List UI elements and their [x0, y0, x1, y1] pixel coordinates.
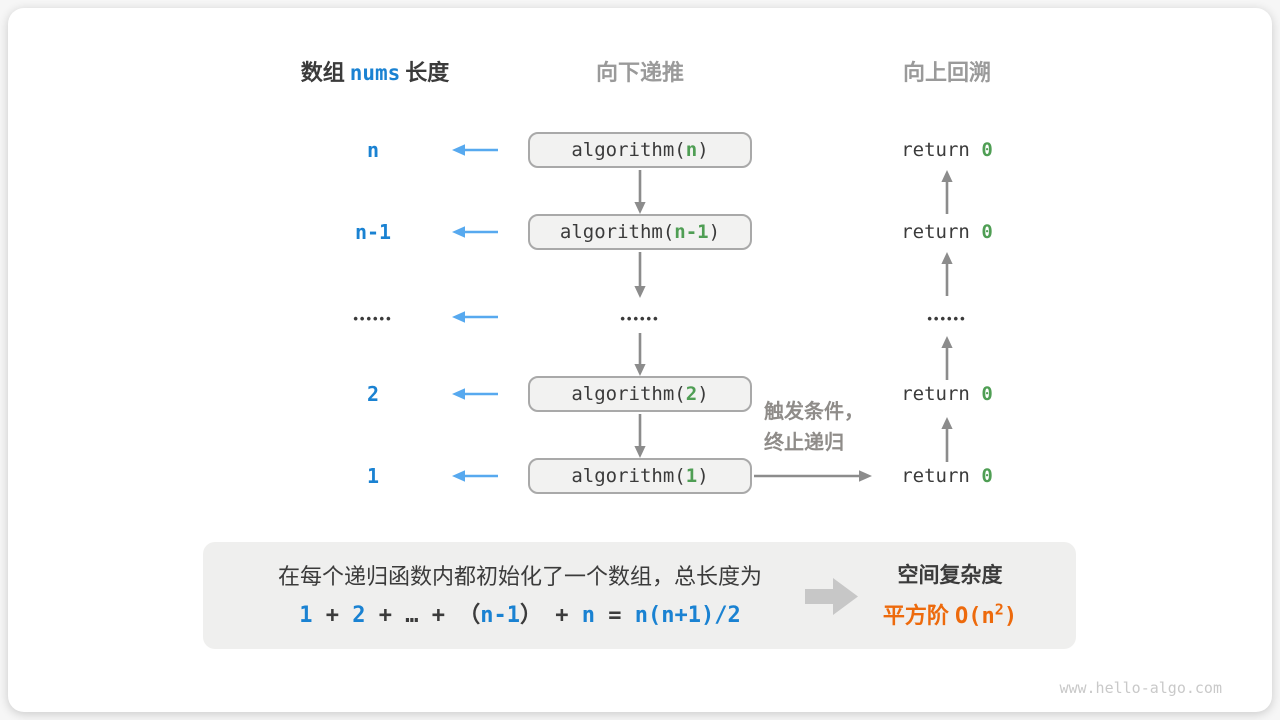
length-label-2: 2	[366, 382, 380, 406]
header-nums-code: nums	[349, 61, 401, 85]
formula-segment: n	[581, 603, 596, 628]
recursion-call-box-n1: algorithm(n-1)	[528, 214, 752, 250]
call-open: algorithm(	[571, 465, 686, 487]
recursion-call-box-2: algorithm(2)	[528, 376, 752, 412]
big-o-notation: O(n	[955, 604, 995, 629]
call-param: 2	[685, 383, 698, 405]
call-close: )	[697, 465, 709, 487]
return-value: 0	[981, 465, 993, 487]
call-param: n-1	[674, 221, 709, 243]
call-close: )	[708, 221, 721, 243]
call-open: algorithm(	[571, 383, 686, 405]
return-value: 0	[981, 383, 993, 405]
return-statement-2: return 0	[872, 220, 1022, 244]
header-array-suffix: 长度	[405, 60, 450, 85]
formula-segment: +	[312, 603, 353, 628]
return-statement-5: return 0	[872, 464, 1022, 488]
termination-line1: 触发条件，	[764, 401, 864, 423]
summary-panel	[203, 542, 1076, 649]
recursion-call-box-n: algorithm(n)	[528, 132, 752, 168]
formula-segment: 2	[352, 603, 366, 628]
ellipsis-middle: ••••••	[620, 311, 660, 326]
formula-segment: n(n+1)/2	[634, 603, 741, 628]
summary-text: 在每个递归函数内都初始化了一个数组，总长度为	[277, 564, 762, 589]
space-complexity-value: 平方阶 O(n2)	[850, 601, 1050, 632]
formula-segment: 1	[299, 603, 313, 628]
summary-formula: 1 + 2 + … + （n-1） + n = n(n+1)/2	[230, 601, 810, 631]
formula-segment: +	[365, 603, 406, 628]
return-statement-4: return 0	[872, 382, 1022, 406]
formula-segment: +	[542, 603, 582, 628]
formula-segment: ）	[520, 603, 543, 628]
call-open: algorithm(	[559, 221, 675, 243]
return-keyword: return	[901, 139, 982, 161]
exponent: 2	[994, 600, 1004, 619]
length-label-n1: n-1	[354, 220, 392, 244]
return-statement-1: return 0	[872, 138, 1022, 162]
big-o-close: )	[1003, 604, 1018, 629]
ellipsis-right: ••••••	[927, 311, 967, 326]
return-keyword: return	[901, 221, 982, 243]
call-open: algorithm(	[571, 139, 686, 161]
return-keyword: return	[901, 465, 982, 487]
ellipsis-length: ••••••	[353, 311, 393, 326]
call-close: )	[697, 383, 709, 405]
recursion-call-box-1: algorithm(1)	[528, 458, 752, 494]
formula-segment: =	[595, 603, 635, 628]
formula-segment: …	[405, 603, 419, 628]
termination-line2: 终止递归	[764, 432, 844, 454]
return-value: 0	[981, 139, 993, 161]
formula-segment: （	[458, 603, 481, 628]
formula-segment: +	[418, 603, 459, 628]
header-backtrack-up: 向上回溯	[902, 60, 991, 85]
return-value: 0	[981, 221, 993, 243]
length-label-n: n	[366, 138, 380, 162]
formula-segment: n-1	[480, 603, 521, 628]
watermark: www.hello-algo.com	[1059, 679, 1222, 697]
length-label-1: 1	[366, 464, 380, 488]
return-keyword: return	[901, 383, 982, 405]
call-close: )	[697, 139, 709, 161]
termination-annotation: 触发条件， 终止递归	[764, 397, 914, 459]
header-array-prefix: 数组	[300, 60, 345, 85]
call-param: 1	[685, 465, 698, 487]
call-param: n	[685, 139, 698, 161]
complexity-order-label: 平方阶	[882, 603, 956, 628]
space-complexity-title: 空间复杂度	[897, 564, 1003, 587]
header-recurse-down: 向下递推	[595, 60, 684, 85]
